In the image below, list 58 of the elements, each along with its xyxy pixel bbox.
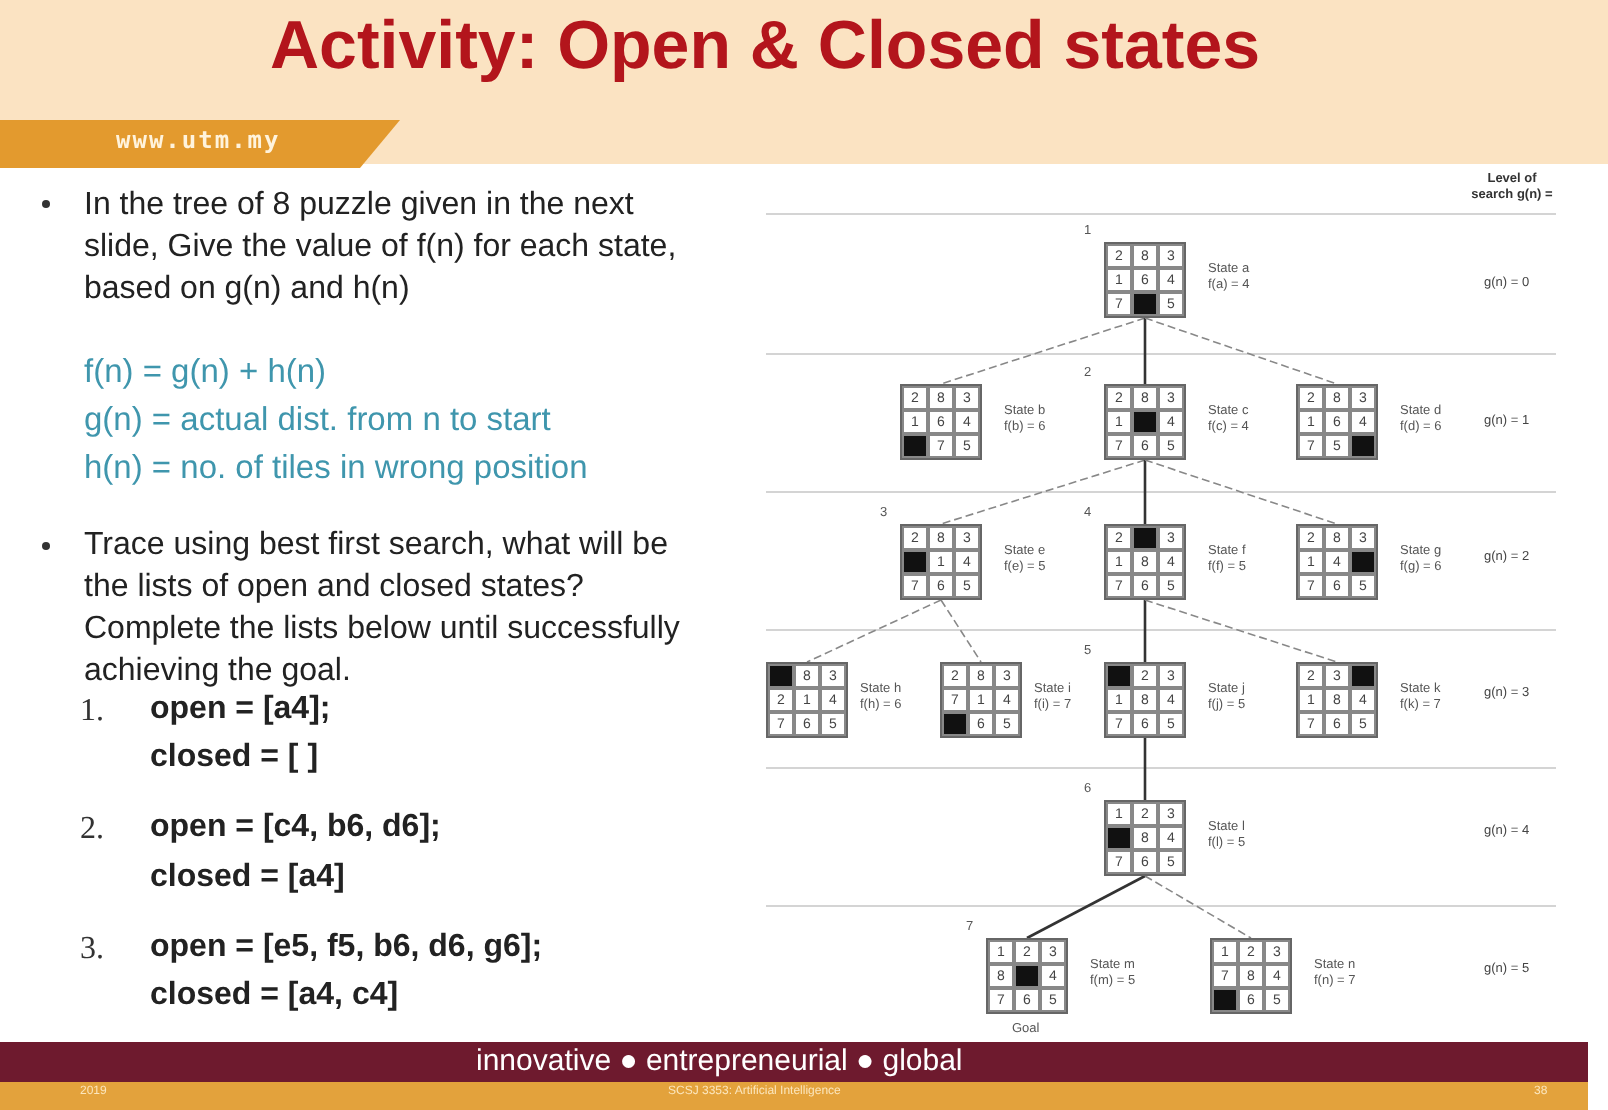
blank-tile	[1350, 550, 1376, 574]
list-number: 1.	[80, 694, 104, 730]
list-number: 3.	[80, 932, 104, 968]
blank-tile	[1132, 410, 1158, 434]
list-number: 2.	[80, 812, 104, 848]
puzzle-grid	[1296, 384, 1378, 460]
blank-tile	[902, 434, 928, 458]
puzzle-grid	[766, 662, 848, 738]
blank-tile	[1350, 434, 1376, 458]
blank-tile	[1132, 292, 1158, 316]
list-entry: closed = [ ]	[150, 740, 319, 776]
list-entry: closed = [a4]	[150, 860, 345, 896]
instruction-text: Trace using best first search, what will be the lists of open and closed states? Complete the lists below until successfully achieving the goal.	[84, 526, 682, 692]
blank-tile	[1014, 964, 1040, 988]
list-entry: open = [e5, f5, b6, d6, g6];	[150, 930, 543, 966]
formula-text: f(n) = g(n) + h(n)	[84, 354, 327, 392]
tree-edge	[1144, 875, 1252, 939]
blank-tile	[768, 664, 794, 688]
blank-tile	[1212, 988, 1238, 1012]
list-entry: closed = [a4, c4]	[150, 978, 399, 1014]
tree-edge	[806, 599, 942, 663]
tree-edge	[1143, 460, 1147, 524]
puzzle-grid	[1104, 384, 1186, 460]
instruction-text: In the tree of 8 puzzle given in the next slide, Give the value of f(n) for each state, based on g(n) and h(n)	[84, 186, 679, 310]
blank-tile	[1106, 664, 1132, 688]
puzzle-grid	[940, 662, 1022, 738]
puzzle-grid	[1104, 242, 1186, 318]
tree-edge	[1144, 317, 1338, 385]
list-entry: open = [a4];	[150, 692, 331, 728]
formula-text: g(n) = actual dist. from n to start	[84, 402, 551, 440]
puzzle-grid	[1210, 938, 1292, 1014]
puzzle-grid	[900, 384, 982, 460]
tree-edge	[1143, 600, 1147, 662]
tree-edge	[1144, 459, 1338, 525]
tree-edge	[1144, 599, 1338, 663]
puzzle-grid	[1104, 662, 1186, 738]
formula-text: h(n) = no. of tiles in wrong position	[84, 450, 588, 488]
puzzle-grid	[1104, 524, 1186, 600]
puzzle-grid	[1104, 800, 1186, 876]
blank-tile	[902, 550, 928, 574]
list-entry: open = [c4, b6, d6];	[150, 810, 441, 846]
tree-edge	[1143, 738, 1147, 800]
blank-tile	[1106, 826, 1132, 850]
blank-tile	[942, 712, 968, 736]
slide-title: Activity: Open & Closed states	[270, 8, 1261, 86]
web-address: www.utm.my	[116, 126, 281, 154]
blank-tile	[1350, 664, 1376, 688]
tree-edge	[940, 599, 982, 663]
tree-edge	[940, 317, 1146, 385]
puzzle-grid	[986, 938, 1068, 1014]
puzzle-grid	[1296, 662, 1378, 738]
puzzle-grid	[1296, 524, 1378, 600]
footer-tagline: innovative ● entrepreneurial ● global	[476, 1042, 963, 1080]
tree-edge	[1143, 318, 1147, 384]
blank-tile	[1132, 526, 1158, 550]
tree-edge	[940, 459, 1146, 525]
puzzle-grid	[900, 524, 982, 600]
tree-edge	[1026, 874, 1146, 940]
